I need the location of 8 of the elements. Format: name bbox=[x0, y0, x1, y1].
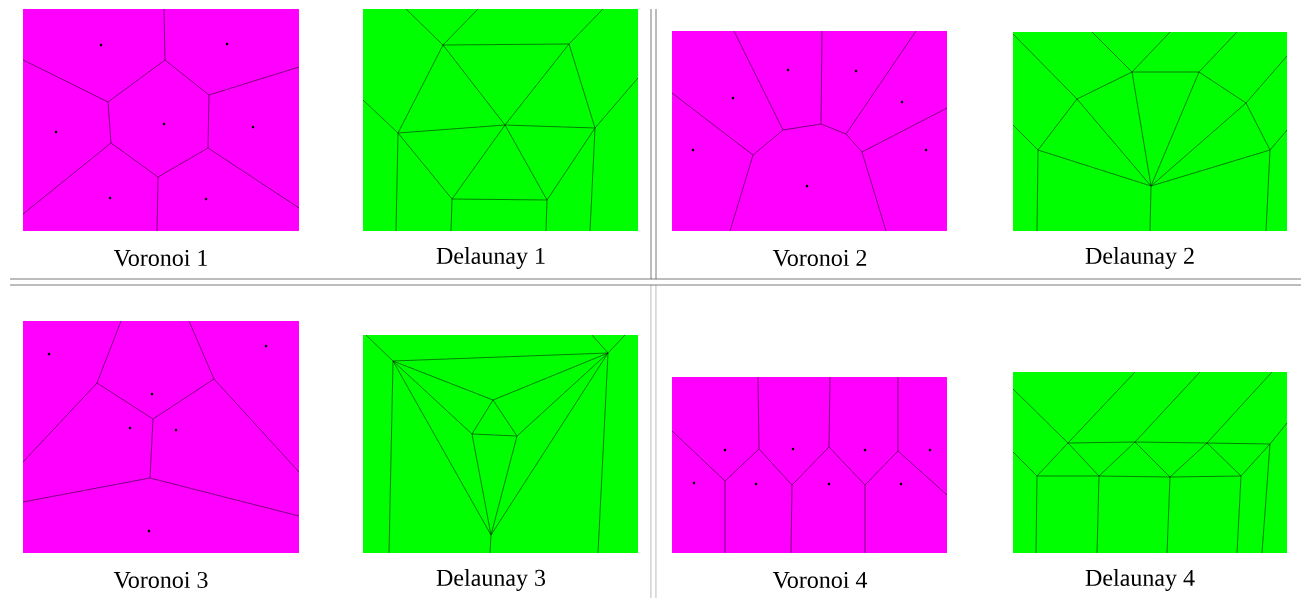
caption: Delaunay 2 bbox=[1085, 247, 1194, 269]
caption: Delaunay 4 bbox=[1085, 569, 1195, 591]
caption: Voronoi 3 bbox=[113, 571, 208, 589]
caption: Voronoi 1 bbox=[113, 249, 207, 267]
caption: Delaunay 1 bbox=[436, 247, 545, 269]
caption: Delaunay 3 bbox=[436, 569, 546, 591]
caption: Voronoi 4 bbox=[772, 571, 868, 589]
caption: Voronoi 2 bbox=[772, 249, 867, 267]
